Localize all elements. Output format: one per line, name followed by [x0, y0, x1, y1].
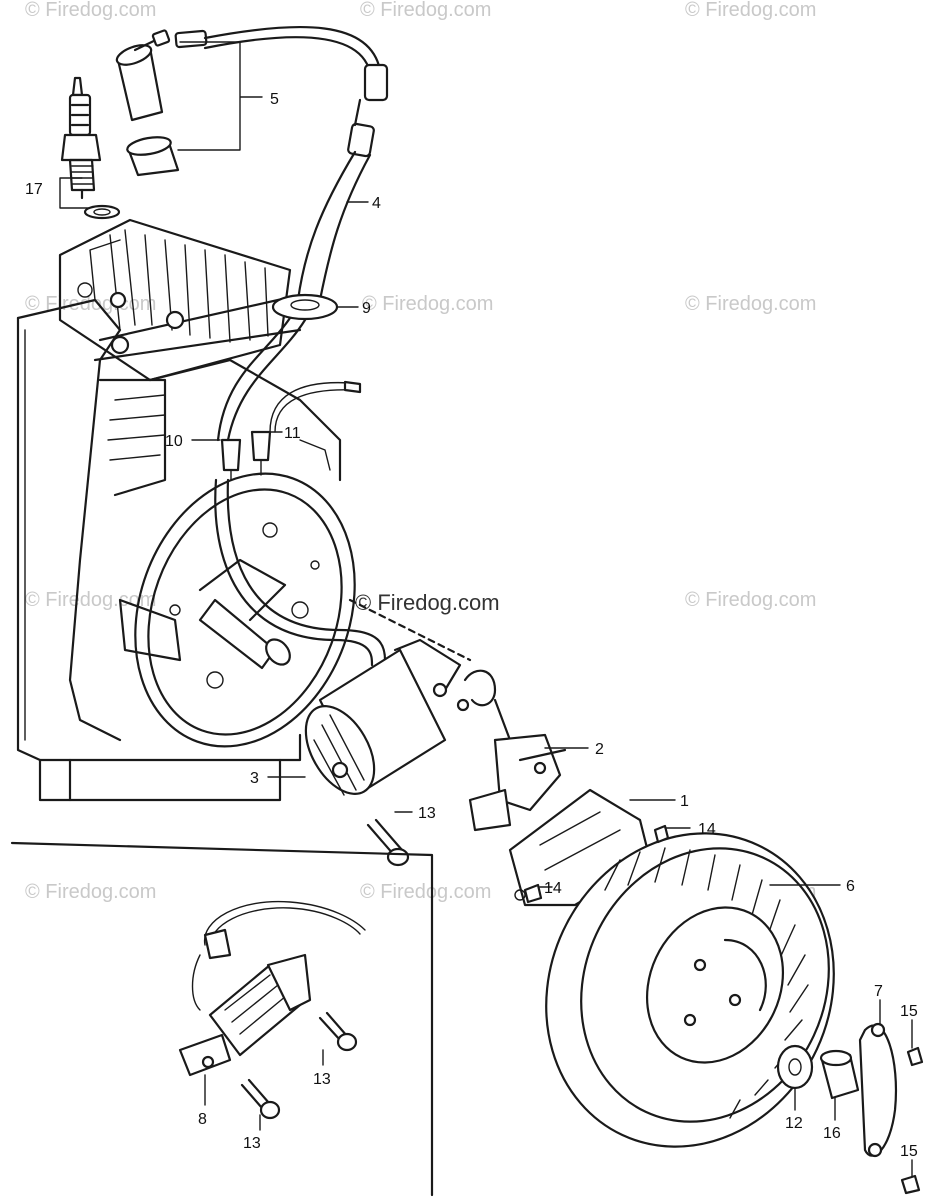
inset-frame: [10, 841, 434, 1197]
watermark-top-right: © Firedog.com: [685, 0, 816, 21]
callout-13-main: 13: [418, 805, 436, 822]
contact-breaker: [468, 733, 567, 832]
watermark-middle-left: © Firedog.com: [25, 589, 156, 611]
watermark-middle-center: © Firedog.com: [355, 590, 500, 615]
callout-17: 17: [25, 181, 43, 198]
connector: [348, 598, 512, 742]
cover-plate: [858, 1022, 898, 1158]
leader-lines: [59, 41, 913, 1177]
callout-1: 1: [680, 793, 689, 810]
flywheel: [545, 832, 835, 1148]
ht-lead: [203, 25, 389, 667]
grommet: [271, 293, 339, 321]
callout-6: 6: [846, 878, 855, 895]
stator-housing: [134, 472, 356, 748]
spark-plug: [60, 76, 121, 220]
watermarks: © Firedog.com © Firedog.com © Firedog.co…: [25, 0, 816, 903]
clamps: [220, 380, 362, 481]
inset-coil: [178, 900, 366, 1120]
callout-2: 2: [595, 741, 604, 758]
callout-12: 12: [785, 1115, 803, 1132]
washer-nut: [776, 1044, 860, 1100]
callout-8: 8: [198, 1111, 207, 1128]
screws-14: [523, 824, 670, 904]
watermark-top-center: © Firedog.com: [360, 0, 491, 21]
watermark-middle-right: © Firedog.com: [685, 589, 816, 611]
watermark-lower-left: © Firedog.com: [25, 881, 156, 903]
callout-14-upper: 14: [698, 821, 716, 838]
callout-7: 7: [874, 983, 883, 1000]
callout-15-upper: 15: [900, 1003, 918, 1020]
callout-15-lower: 15: [900, 1143, 918, 1160]
callout-11: 11: [284, 425, 301, 442]
callout-16: 16: [823, 1125, 841, 1142]
plug-cap: [115, 29, 208, 177]
engine-block: [16, 218, 342, 802]
callout-5: 5: [270, 91, 279, 108]
bolt-13-main: [366, 818, 410, 867]
watermark-upper-center: © Firedog.com: [362, 293, 493, 315]
watermark-upper-right: © Firedog.com: [685, 293, 816, 315]
watermark-top-left: © Firedog.com: [25, 0, 156, 21]
screws-15: [900, 1046, 924, 1195]
callout-14-lower: 14: [544, 880, 562, 897]
callout-9: 9: [362, 300, 371, 317]
ignition-coil: [304, 638, 462, 796]
callout-13-inset-upper: 13: [313, 1071, 331, 1088]
callout-3: 3: [250, 770, 259, 787]
watermark-lower-center: © Firedog.com: [360, 881, 491, 903]
callout-13-inset-lower: 13: [243, 1135, 261, 1152]
callout-4: 4: [372, 195, 381, 212]
callout-labels: 5 4 17 9 10 11 2 1 14 14 6 3 13 7 15 15 …: [25, 91, 918, 1160]
callout-10: 10: [165, 433, 183, 450]
